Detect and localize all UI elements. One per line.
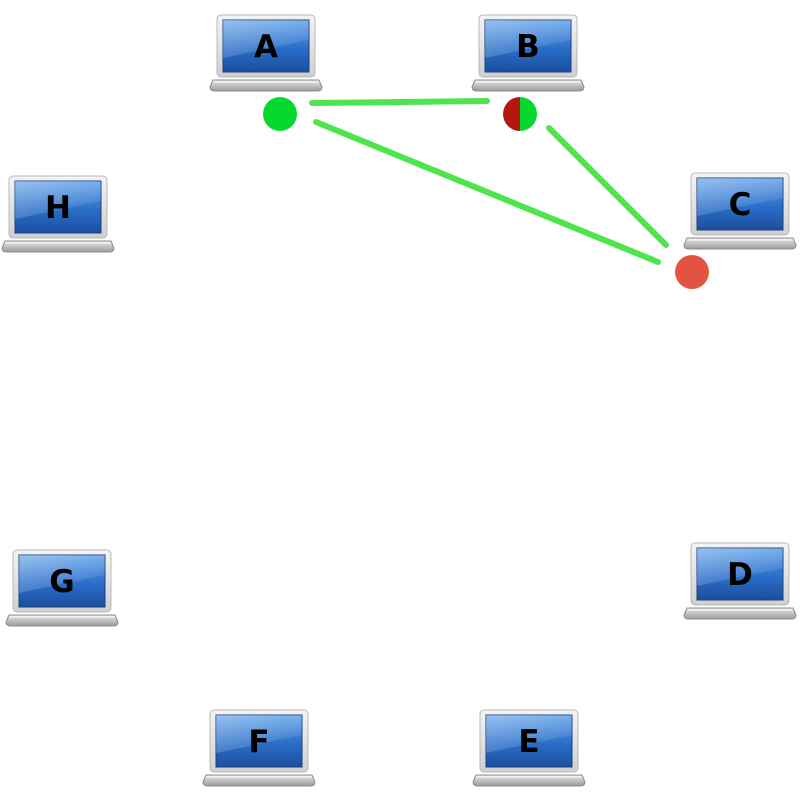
node-c[interactable]: C [683,172,797,250]
laptop-icon [202,709,316,787]
node-label-c: C [729,187,752,223]
node-label-e: E [518,724,539,760]
node-b[interactable]: B [471,14,585,92]
node-label-d: D [727,557,753,593]
laptop-icon [471,14,585,92]
laptop-icon [683,172,797,250]
node-label-a: A [254,29,278,65]
node-label-b: B [516,29,540,65]
link-b-c [546,125,669,248]
node-g[interactable]: G [5,549,119,627]
node-label-f: F [248,724,269,760]
nodes-layer: A B C D E F G H [1,14,797,787]
link-a-c [313,119,661,265]
node-label-h: H [45,190,71,226]
markers-layer [263,97,709,289]
status-marker-b [503,97,537,131]
node-d[interactable]: D [683,542,797,620]
laptop-icon [209,14,323,92]
node-a[interactable]: A [209,14,323,92]
laptop-icon [1,175,115,253]
status-marker-a [263,97,297,131]
node-label-g: G [49,564,74,600]
laptop-icon [472,709,586,787]
node-h[interactable]: H [1,175,115,253]
status-marker-c [675,255,709,289]
laptop-icon [5,549,119,627]
node-f[interactable]: F [202,709,316,787]
links-layer [309,98,669,265]
node-e[interactable]: E [472,709,586,787]
laptop-icon [683,542,797,620]
link-a-b [309,98,490,106]
